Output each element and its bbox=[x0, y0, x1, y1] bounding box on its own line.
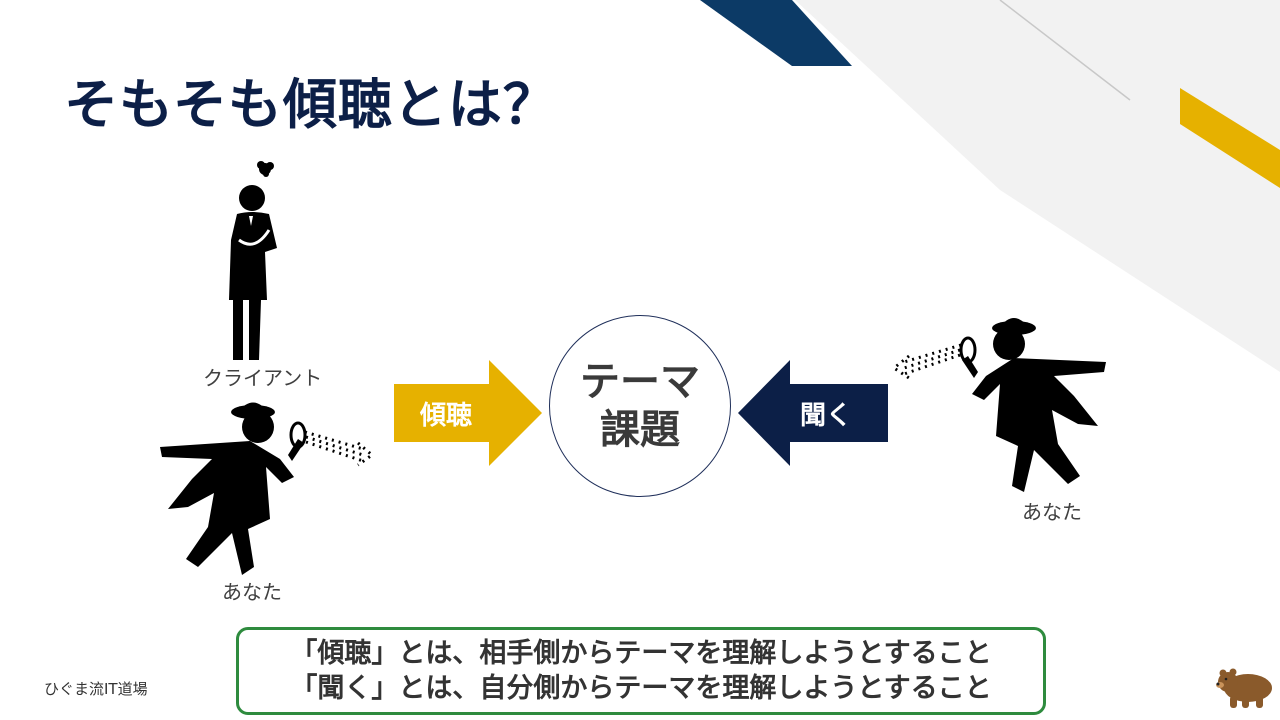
slide-title: そもそも傾聴とは？ bbox=[64, 73, 558, 136]
arrow-right-icon bbox=[394, 360, 542, 466]
hear-arrow-label: 聞く bbox=[800, 401, 853, 431]
theme-circle-line2: 課題 bbox=[600, 407, 680, 453]
navy-stripe bbox=[700, 0, 852, 66]
gray-diagonal-band bbox=[795, 0, 1280, 372]
listen-active-arrow-label: 傾聴 bbox=[420, 401, 473, 431]
thinking-person-icon bbox=[229, 161, 277, 360]
summary-box: 「傾聴」とは、相手側からテーマを理解しようとすること 「聞く」とは、自分側からテ… bbox=[236, 627, 1046, 715]
thin-diagonal-line bbox=[999, 0, 1131, 101]
detective-magnifier-icon bbox=[160, 402, 375, 575]
summary-line1: 「傾聴」とは、相手側からテーマを理解しようとすること bbox=[290, 637, 992, 669]
you-right-label: あなた bbox=[1022, 500, 1082, 524]
you-left-label: あなた bbox=[222, 580, 282, 604]
bear-icon bbox=[1216, 668, 1272, 708]
arrow-left-icon bbox=[738, 360, 888, 466]
summary-line2: 「聞く」とは、自分側からテーマを理解しようとすること bbox=[290, 673, 992, 704]
gold-stripe bbox=[1180, 88, 1280, 188]
theme-circle: テーマ 課題 bbox=[549, 315, 731, 497]
theme-circle-line1: テーマ bbox=[580, 359, 700, 405]
detective-magnifier-icon bbox=[891, 318, 1106, 492]
client-label: クライアント bbox=[203, 366, 323, 390]
footer-brand: ひぐま流IT道場 bbox=[44, 680, 148, 698]
